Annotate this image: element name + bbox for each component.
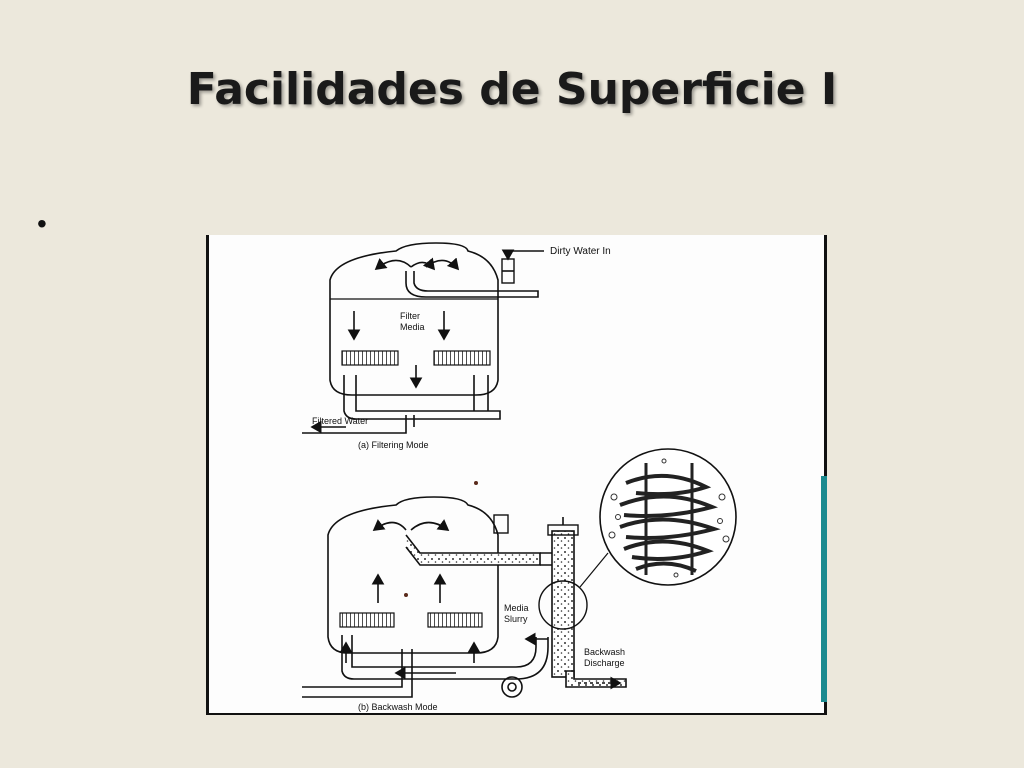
filter-diagram-figure: Dirty Water In Filter Media Filtered Wat…: [206, 235, 827, 715]
label-backwash-1: Backwash: [584, 647, 625, 657]
scan-speck: [474, 481, 478, 485]
scan-speck: [404, 593, 408, 597]
bullet-point: •: [37, 208, 47, 239]
filtering-mode-group: [302, 242, 544, 434]
caption-filtering-mode: (a) Filtering Mode: [358, 440, 429, 450]
label-media-slurry-1: Media: [504, 603, 529, 613]
label-media: Media: [400, 322, 425, 332]
media-detail-texture: [619, 463, 721, 575]
filter-tank-b: [327, 496, 499, 654]
filter-tank-a: [329, 242, 499, 396]
filter-diagram-svg: Dirty Water In Filter Media Filtered Wat…: [302, 242, 737, 712]
teal-edge-strip: [821, 476, 827, 702]
media-detail-bubbles: [608, 458, 730, 578]
label-filtered-water: Filtered Water: [312, 416, 368, 426]
slide-title: Facilidades de Superficie I: [186, 64, 838, 115]
caption-backwash-mode: (b) Backwash Mode: [358, 702, 438, 712]
label-backwash-2: Discharge: [584, 658, 625, 668]
label-filter: Filter: [400, 311, 420, 321]
label-dirty-water-in: Dirty Water In: [550, 246, 611, 257]
label-media-slurry-2: Slurry: [504, 614, 528, 624]
backwash-mode-group: [302, 448, 737, 698]
